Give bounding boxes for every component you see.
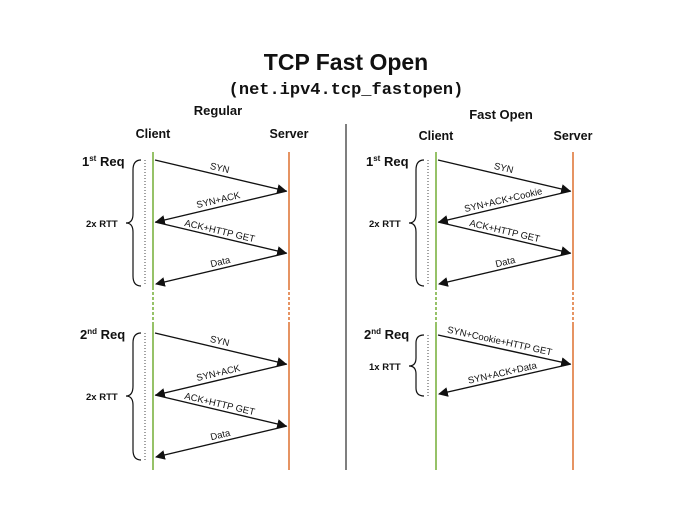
- fastopen-req1-label: 1st Req: [366, 154, 409, 169]
- regular-req2-data-arrow: [155, 425, 288, 460]
- regular-req1-synack-arrow: [155, 190, 288, 225]
- fastopen-heading: Fast Open: [469, 107, 533, 122]
- fastopen-req2-syncookieget-arrow: [437, 334, 571, 367]
- regular-client-label: Client: [136, 127, 172, 141]
- regular-req2-syn-label: SYN: [209, 334, 231, 349]
- regular-req1-data-arrow: [155, 252, 288, 287]
- regular-req2-label: 2nd Req: [80, 327, 125, 342]
- fastopen-server-label: Server: [554, 129, 593, 143]
- regular-req1-label: 1st Req: [82, 154, 125, 169]
- fastopen-req2-syncookieget-label: SYN+Cookie+HTTP GET: [446, 325, 553, 359]
- regular-req1-ackget-arrow: [154, 221, 287, 256]
- diagram-subtitle: (net.ipv4.tcp_fastopen): [229, 81, 464, 100]
- regular-panel: Regular Client Server 1st Req 2x RTT SYN…: [80, 103, 309, 470]
- regular-req1-syn-arrow: [154, 159, 287, 194]
- fastopen-req1-syn-arrow: [437, 159, 571, 194]
- regular-req1-synack-label: SYN+ACK: [195, 190, 242, 211]
- regular-req2-data-label: Data: [209, 428, 232, 443]
- fastopen-req1-rtt: 2x RTT: [369, 219, 401, 230]
- fastopen-client-label: Client: [419, 129, 455, 143]
- fastopen-req2-synackdata-arrow: [438, 363, 572, 397]
- fastopen-req1-brace: [408, 159, 425, 287]
- regular-req2-synack-label: SYN+ACK: [195, 363, 242, 384]
- regular-heading: Regular: [194, 103, 242, 118]
- regular-req2-rtt: 2x RTT: [86, 392, 118, 403]
- fastopen-req1-syn-label: SYN: [493, 161, 515, 176]
- regular-req2-brace: [125, 332, 142, 461]
- fastopen-req1-synackcookie-arrow: [438, 190, 572, 225]
- regular-req2-syn-arrow: [154, 332, 287, 367]
- diagram-title: TCP Fast Open: [264, 49, 428, 75]
- regular-req2-ackget-arrow: [154, 394, 287, 429]
- regular-req1-rtt: 2x RTT: [86, 219, 118, 230]
- fastopen-req1-data-arrow: [438, 252, 572, 287]
- fastopen-panel: Fast Open Client Server 1st Req 2x RTT S…: [364, 107, 593, 470]
- regular-req2-synack-arrow: [155, 363, 288, 398]
- fastopen-req2-label: 2nd Req: [364, 327, 409, 342]
- fastopen-req2-brace: [408, 334, 425, 397]
- regular-server-label: Server: [270, 127, 309, 141]
- fastopen-req1-data-label: Data: [494, 255, 517, 270]
- fastopen-req2-rtt: 1x RTT: [369, 362, 401, 373]
- regular-req1-brace: [125, 159, 142, 287]
- regular-req1-data-label: Data: [209, 255, 232, 270]
- fastopen-req1-ackget-arrow: [437, 221, 571, 256]
- regular-req1-syn-label: SYN: [209, 161, 231, 176]
